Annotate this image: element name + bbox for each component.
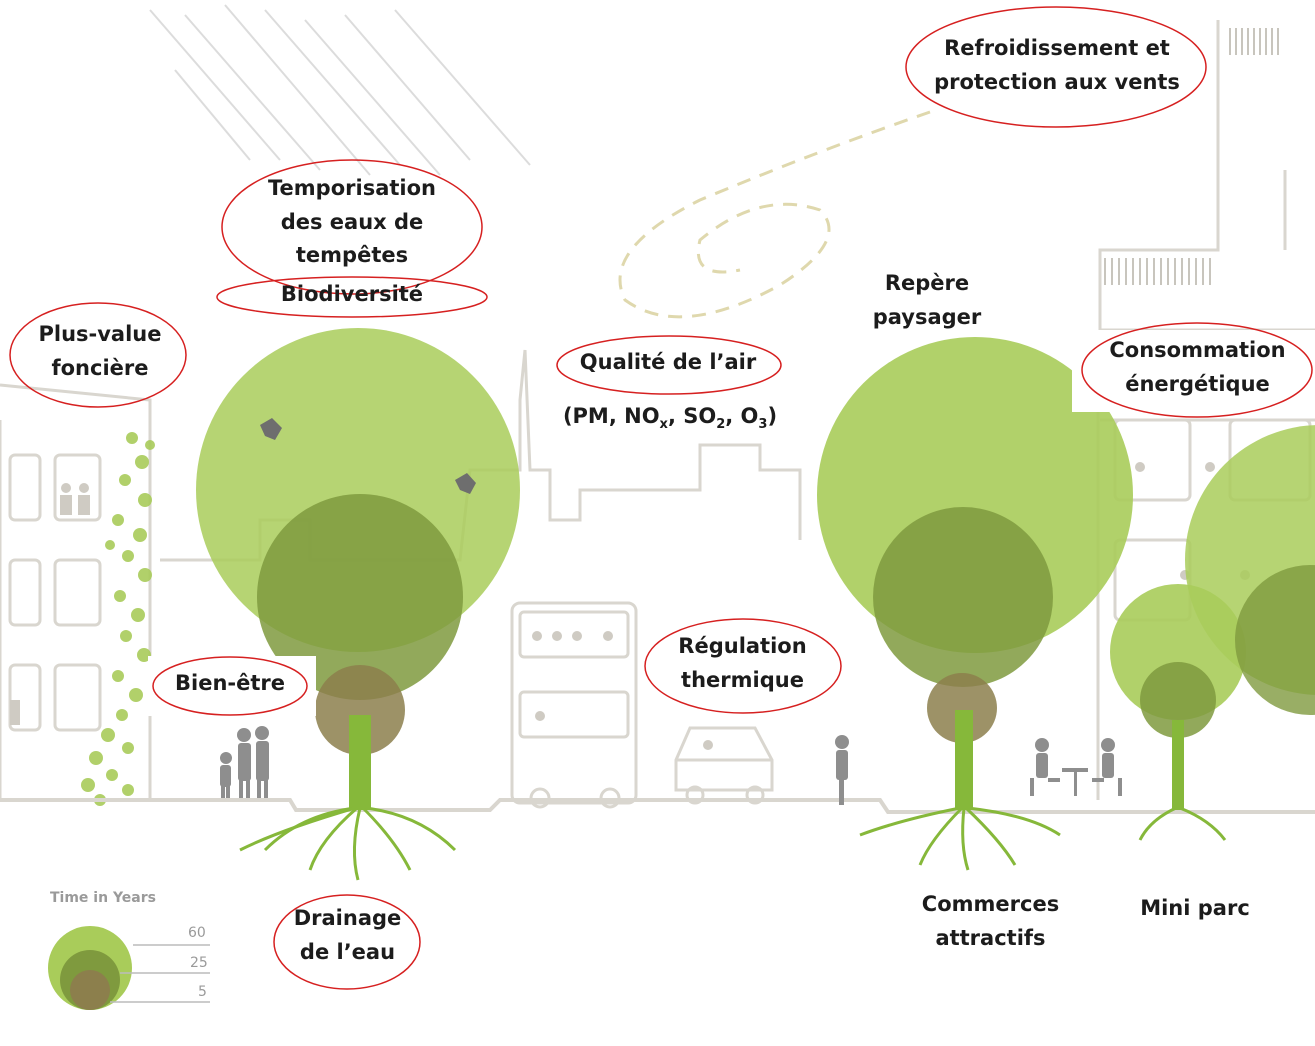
cyclist [835, 735, 849, 805]
tree-right-edge [1185, 425, 1315, 715]
legend-value-60: 60 [188, 925, 206, 941]
label-qualite-air: Qualité de l’air [579, 350, 757, 374]
tree-repere [817, 337, 1133, 871]
label-pollutants: (PM, NOx, SO2, O3) [540, 402, 800, 434]
rain-lines [149, 4, 531, 176]
label-mini-parc: Mini parc [1140, 896, 1250, 920]
label-repere: Repère paysager [872, 271, 982, 329]
label-regulation: Régulation thermique [678, 634, 807, 692]
pollutants-text: (PM, NOx, SO2, O3) [562, 404, 778, 433]
label-bien-etre: Bien-être [175, 671, 285, 695]
bus-passengers [532, 631, 613, 721]
label-refroidissement: Refroidissement et protection aux vents [934, 36, 1180, 94]
ivy-climber [81, 432, 155, 806]
tree-biodiversite [196, 328, 520, 881]
legend-value-25: 25 [190, 955, 208, 971]
label-temporisation: Temporisation des eaux de tempêtes [268, 176, 436, 268]
balcony-railings [1104, 28, 1279, 285]
label-backdrops [148, 330, 1315, 946]
label-plus-value: Plus-value foncière [38, 322, 162, 380]
label-biodiversite: Biodiversité [280, 282, 424, 306]
legend-value-5: 5 [198, 984, 207, 1000]
legend-circles [48, 926, 210, 1010]
legend-title: Time in Years [50, 890, 156, 906]
car [674, 726, 774, 805]
highlight-ellipses [9, 6, 1313, 990]
cafe-people [1030, 738, 1122, 796]
label-commerces: Commerces attractifs [921, 892, 1060, 950]
pedestrians [220, 726, 269, 798]
label-drainage: Drainage de l’eau [293, 906, 402, 964]
ground-line [0, 798, 1315, 814]
wind-spiral [618, 110, 931, 319]
label-consommation: Consommation énergétique [1109, 338, 1286, 396]
